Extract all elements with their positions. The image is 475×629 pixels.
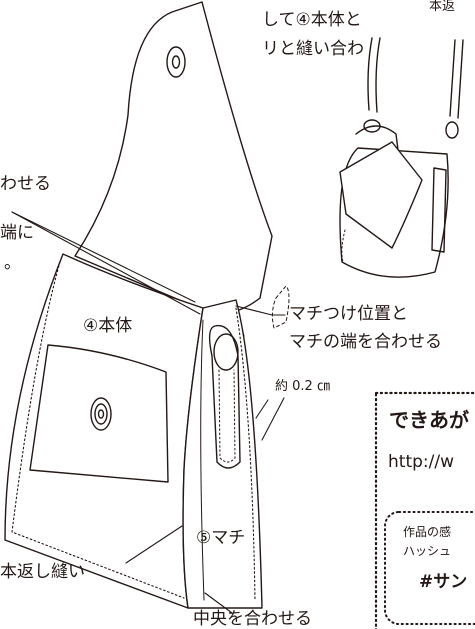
flap-snap-inner [171,55,181,69]
leader-center [204,592,233,614]
gusset-part-label: ⑤マチ [196,528,246,548]
completed-hashtag: #サン [419,572,468,592]
body-snap-middle [94,403,108,425]
body-stitching [11,261,185,599]
backstitch-label: 本返し縫い [0,562,85,582]
gusset-position-label-line2: マチの端を合わせる [289,332,442,352]
leader-fit-b [11,211,201,315]
seam-allowance-label: 約 0.2 ㎝ [275,379,330,394]
instruction-line-1: して④本体と [262,10,362,30]
leader-gusset-position [235,305,286,316]
gusset-tab [208,324,241,469]
left-fragment-edge: 端に [0,223,34,243]
body-snap-outer [90,397,112,431]
gusset-stitching [235,307,256,601]
flap-tab-mark-left [271,285,290,329]
completed-box-outline [374,391,475,629]
completed-inner-box [384,511,475,625]
completed-note-line1: 作品の感 [403,525,452,539]
left-fragment-period: 。 [4,253,21,273]
finished-bag-thumbnail [339,37,464,278]
body-pocket [29,344,169,483]
gusset-tab-stitch [218,369,236,463]
left-fragment-align: わせる [0,174,51,194]
flap-outline [74,1,273,314]
leader-fit-a [11,211,196,303]
leader-seam-a [255,399,269,419]
gusset-fold [200,319,205,601]
body-front-panel [4,253,204,609]
leader-backstitch [125,525,183,564]
body-part-label: ④本体 [83,316,133,336]
completed-title: できあが [389,408,469,432]
leader-seam-b [261,397,285,441]
completed-note-line2: ハッシュ [403,544,452,558]
completed-url: http://w [388,452,454,472]
body-snap-inner [97,409,105,419]
gusset-position-label-line1: マチつけ位置と [289,304,408,324]
instruction-line-2: リと縫い合わ [262,39,364,59]
flap-snap-outer [166,46,186,78]
top-right-fragment: 本返 [429,0,456,14]
align-center-label: 中央を合わせる [193,609,312,629]
gusset-ring [213,333,239,371]
